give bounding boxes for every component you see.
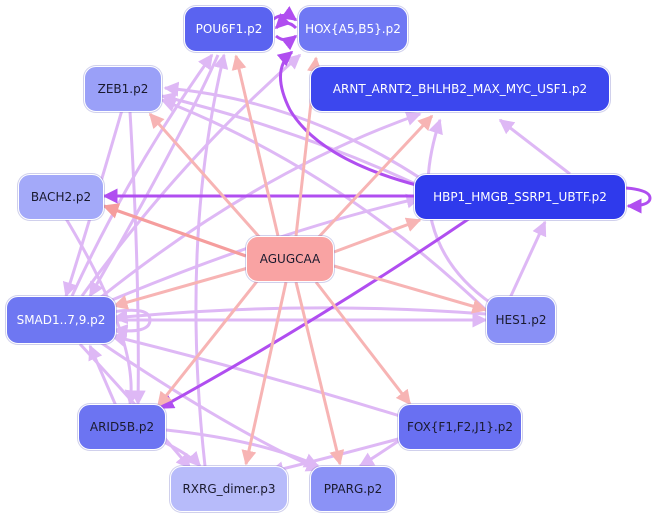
edge-center-to-bach2 [102,203,247,258]
edge-arid5b-to-rxrg [159,438,202,468]
edge-smad-to-pparg [99,340,322,472]
edge-hes1-to-hbp1 [508,220,547,299]
node-arnt[interactable]: ARNT_ARNT2_BHLHB2_MAX_MYC_USF1.p2 [310,66,610,112]
node-hox[interactable]: HOX{A5,B5}.p2 [298,6,408,52]
node-bach2[interactable]: BACH2.p2 [18,174,104,220]
edge-smad-to-arnt [99,111,422,300]
edge-hbp1-to-hox [276,50,421,188]
edge-hbp1-to-arnt [498,118,571,176]
edge-arid5b-to-smad [88,344,118,407]
edge-center-to-rxrg [241,281,288,466]
node-rxrg[interactable]: RXRG_dimer.p3 [170,466,288,512]
edge-fox-to-smad [110,331,401,418]
node-hbp1[interactable]: HBP1_HMGB_SSRP1_UBTF.p2 [414,174,626,220]
node-smad[interactable]: SMAD1..7,9.p2 [6,296,116,344]
edge-center-to-arid5b [156,279,260,408]
edge-hbp1-loop [625,186,652,214]
edge-fox-to-pparg [358,438,401,468]
edge-hes1-to-arnt [426,118,493,306]
edge-hbp1-to-arid5b [158,216,471,410]
edge-center-to-hes1 [333,264,488,314]
edge-smad-loop [111,308,152,339]
edge-pou6f1-to-hox [275,34,298,51]
edge-smad-to-hox [80,53,302,297]
edge-center-to-pou6f1 [231,54,280,237]
edge-center-to-zeb1 [148,112,264,241]
edge-smad-to-pou6f1 [70,53,214,297]
edge-center-to-pparg [294,281,345,466]
edge-hes1-to-smad [112,306,487,325]
node-pou6f1[interactable]: POU6F1.p2 [184,6,274,52]
edge-center-to-hbp1 [333,217,422,254]
node-arid5b[interactable]: ARID5B.p2 [78,404,166,450]
edge-center-to-smad [112,266,249,310]
edge-hbp1-to-zeb1b [163,81,421,180]
edge-rxrg-to-pou6f1 [194,53,229,467]
node-center[interactable]: AGUGCAA [246,236,334,282]
edge-center-to-arnt [314,114,434,242]
edge-zeb1-to-arid5b [128,111,146,406]
edge-hes1-to-zeb1 [160,97,490,314]
edge-arid5b-to-pparg [165,428,320,468]
node-fox[interactable]: FOX{F1,F2,J1}.p2 [398,404,522,450]
edge-hbp1-to-zeb1 [160,91,421,188]
edge-center-to-fox [314,281,412,406]
node-pparg[interactable]: PPARG.p2 [310,466,396,512]
edge-hox-to-pou6f1 [274,13,298,30]
edge-pou6f1-to-smad [88,54,220,298]
edge-bach2-to-arid5b [60,211,140,406]
node-zeb1[interactable]: ZEB1.p2 [84,66,162,112]
node-hes1[interactable]: HES1.p2 [486,296,556,344]
